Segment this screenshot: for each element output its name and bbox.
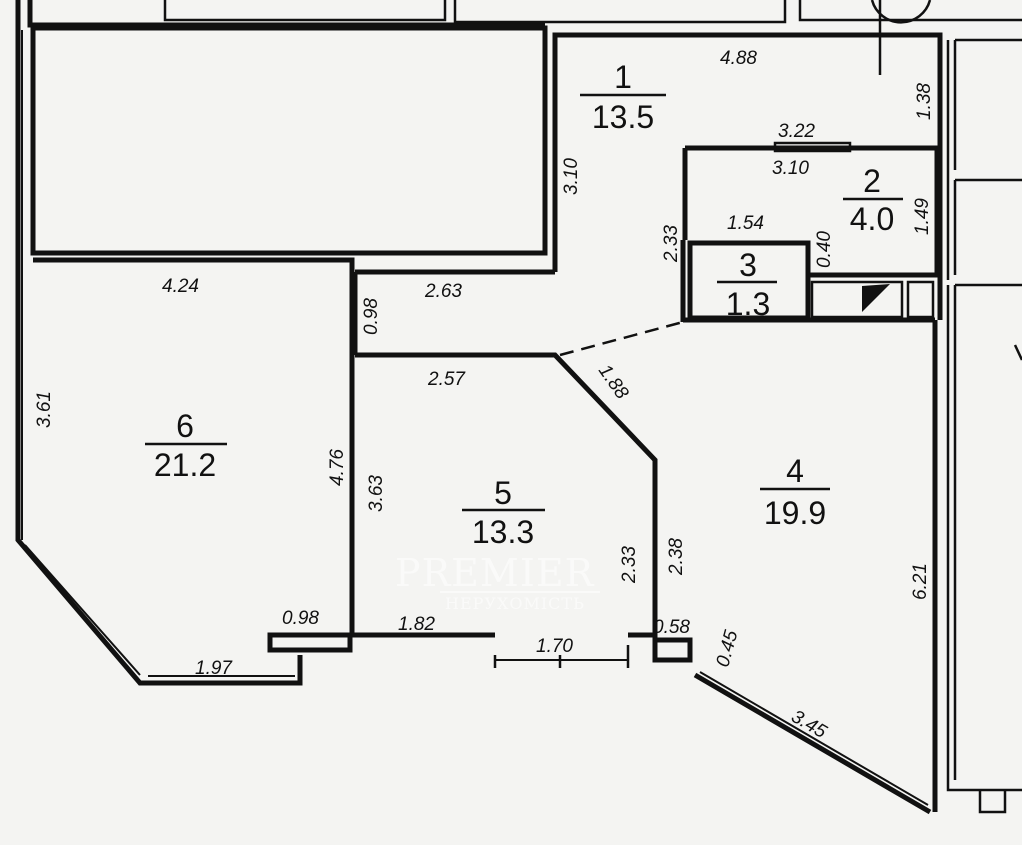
room-2-walls [680,145,940,322]
room-label-1: 1 13.5 [580,59,666,135]
dim-label: 0.58 [653,617,690,638]
room-6-window-bottom [24,544,295,677]
dim-label: 0.98 [282,608,319,629]
dim-label: 2.33 [619,546,640,584]
room-number: 1 [614,59,632,95]
room-area: 13.3 [472,514,534,550]
dim-label: 1.38 [914,83,935,120]
dim-label: 1.54 [727,213,764,234]
room-label-5: 5 13.3 [462,475,545,550]
balcony-step [267,632,353,653]
dim-label: 1.49 [912,198,933,235]
dim-label: 3.22 [778,121,815,142]
corner-detail [978,790,1007,814]
dim-label: 2.57 [427,369,466,390]
room-label-2: 2 4.0 [843,163,903,237]
room-area: 1.3 [726,286,770,322]
dim-label: 3.10 [772,158,809,179]
shaft-box [810,280,904,319]
dim-label: 3.61 [34,391,55,428]
room-4-window [699,671,929,806]
dim-label: 3.10 [561,158,582,195]
dim-label: 6.21 [910,563,931,600]
dim-label: 2.33 [661,225,682,263]
room-label-4: 4 19.9 [760,453,830,531]
room-number: 4 [786,453,804,489]
break-mark [1013,344,1022,361]
small-shaft-box [906,280,935,319]
room-area: 4.0 [850,201,894,237]
room-area: 13.5 [592,99,654,135]
watermark: PREMIER НЕРУХОМІСТЬ [395,551,600,613]
dim-label: 1.70 [536,636,573,657]
dim-label: 1.88 [594,361,633,404]
shaft-mark [862,284,890,312]
room-1-walls [352,32,943,355]
dim-label: 0.40 [814,231,835,268]
room-4-window-wall [693,672,932,815]
room-6-walls [33,257,355,635]
top-left-room-walls [30,25,548,256]
top-neighbor-walls [27,0,1022,75]
dim-label: 0.45 [713,628,743,670]
room-number: 5 [494,475,512,511]
right-neighbor-walls [946,38,1022,792]
window-ticks [493,645,630,668]
room-area: 21.2 [154,447,216,483]
dim-label: 4.24 [162,276,199,297]
room-number: 2 [863,163,881,199]
dim-label: 3.45 [788,706,831,743]
dim-label: 4.88 [720,48,757,69]
dimension-labels: 4.88 1.38 3.22 3.10 3.10 1.49 0.40 1.54 … [34,48,935,743]
room-number: 3 [739,247,757,283]
watermark-subtitle: НЕРУХОМІСТЬ [445,594,585,613]
dim-label: 1.97 [195,658,233,679]
room-number: 6 [176,408,194,444]
watermark-brand: PREMIER [395,551,595,595]
room-2-door [773,141,852,153]
dim-label: 3.63 [366,475,387,512]
dim-label: 1.82 [398,614,435,635]
dim-label: 2.38 [666,538,687,576]
room-label-6: 6 21.2 [145,408,227,483]
dim-label: 4.76 [327,449,348,486]
room-3-walls [687,240,811,321]
dim-label: 0.98 [361,298,382,335]
dim-label: 2.63 [424,281,462,302]
room-area: 19.9 [764,495,826,531]
room-5-walls [352,352,693,663]
room-6-outer-wall [15,0,303,686]
door-swing-line [559,320,684,357]
room-label-3: 3 1.3 [717,247,777,322]
